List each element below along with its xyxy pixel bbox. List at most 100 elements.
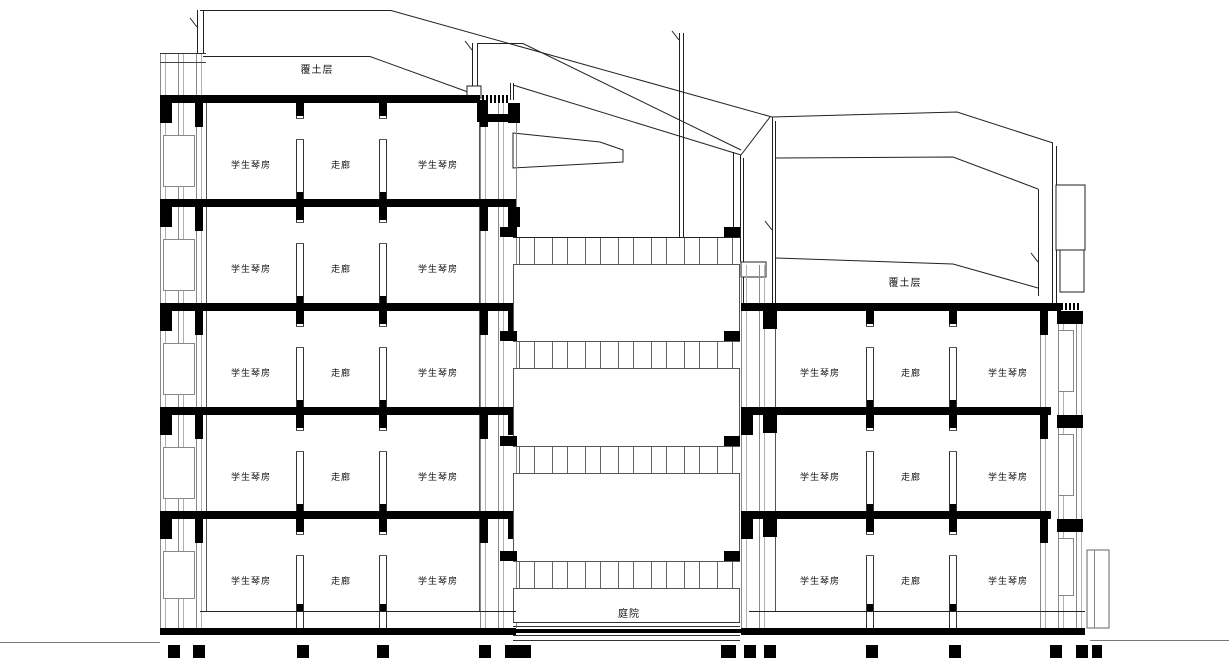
courtyard-step-line (513, 635, 740, 636)
facade-window (163, 343, 195, 395)
walkway-beam (724, 551, 740, 561)
facade-spandrel (160, 311, 172, 331)
room-label-piano: 学生琴房 (987, 577, 1028, 587)
soil-label-right: 覆土层 (888, 278, 922, 289)
soil-surface-right-line (775, 257, 1039, 289)
facade-spandrel (741, 415, 753, 435)
room-label-corridor: 走廊 (330, 473, 351, 483)
room-label-piano: 学生琴房 (230, 265, 271, 275)
courtyard-step-line (513, 626, 740, 627)
ground-floor-line (200, 611, 516, 612)
right-roof-side-box-lower (1059, 249, 1085, 293)
facade-spandrel (508, 103, 520, 123)
partition-wall (866, 415, 874, 511)
courtyard-step-line (513, 640, 740, 641)
right-roof-side-box (1055, 184, 1086, 251)
atrium-bay (513, 264, 740, 342)
screen-wall-top-line (200, 10, 773, 118)
right-roof-outline (764, 111, 1086, 303)
hatch-mark (1061, 303, 1081, 310)
roof-drain-icon (1030, 252, 1039, 263)
room-label-corridor: 走廊 (330, 369, 351, 379)
room-label-corridor: 走廊 (900, 369, 921, 379)
room-label-piano: 学生琴房 (230, 369, 271, 379)
partition-wall (379, 103, 387, 199)
partition-wall (379, 311, 387, 407)
courtyard-slab (510, 629, 743, 633)
room-label-piano: 学生琴房 (987, 369, 1028, 379)
room-label-piano: 学生琴房 (230, 161, 271, 171)
atrium-bay (513, 368, 740, 447)
footing (377, 645, 389, 658)
facade-spandrel (1057, 415, 1083, 428)
partition-wall (949, 519, 957, 628)
partition-wall (379, 415, 387, 511)
ground-floor-line (749, 611, 1085, 612)
atrium-bay (513, 473, 740, 562)
walkway-beam (500, 551, 517, 561)
floor-slab (160, 407, 516, 415)
soil-label-left: 覆土层 (300, 65, 334, 76)
soil-surface-left-line (203, 56, 469, 93)
room-label-corridor: 走廊 (330, 161, 351, 171)
room-label-piano: 学生琴房 (799, 473, 840, 483)
floor-slab (160, 303, 516, 311)
right-attachment (1086, 549, 1110, 629)
footing (297, 645, 309, 658)
footing (1092, 645, 1102, 658)
footing (1050, 645, 1062, 658)
room-label-piano: 学生琴房 (799, 577, 840, 587)
floor-slab (741, 407, 1051, 415)
footing (744, 645, 756, 658)
room-label-corridor: 走廊 (900, 473, 921, 483)
floor-slab (741, 511, 1051, 519)
footing (168, 645, 180, 658)
partition-wall (296, 415, 304, 511)
room-label-piano: 学生琴房 (987, 473, 1028, 483)
walkway-beam (724, 436, 740, 446)
footing (949, 645, 961, 658)
partition-wall (296, 519, 304, 628)
ground-slab (160, 628, 516, 635)
left-parapet (189, 10, 204, 53)
facade-window (163, 447, 195, 499)
room-label-corridor: 走廊 (900, 577, 921, 587)
facade-window (163, 135, 195, 187)
roof-drain-icon (671, 30, 680, 41)
room-label-piano: 学生琴房 (799, 369, 840, 379)
facade-spandrel (160, 103, 172, 123)
facade-window (1058, 330, 1074, 392)
facade-spandrel (160, 207, 172, 227)
room-label-piano: 学生琴房 (417, 161, 458, 171)
atrium-roof-slab-line (512, 84, 742, 156)
ground-slab (741, 628, 1085, 635)
canopy (512, 132, 624, 169)
roof-drain-icon (464, 40, 473, 51)
walkway-beam (500, 227, 517, 237)
footing (505, 645, 517, 658)
facade-spandrel (508, 207, 520, 227)
screen-wall-joint (671, 30, 684, 237)
courtyard-step-line (513, 622, 740, 623)
room-label-piano: 学生琴房 (230, 473, 271, 483)
walkway-beam (500, 331, 517, 341)
room-label-corridor: 走廊 (330, 577, 351, 587)
walkway-beam (500, 436, 517, 446)
atrium-bay (513, 588, 740, 623)
room-label-piano: 学生琴房 (417, 577, 458, 587)
room-label-piano: 学生琴房 (230, 577, 271, 587)
courtyard-label: 庭院 (618, 609, 640, 620)
partition-wall (379, 207, 387, 303)
footing (721, 645, 736, 658)
walkway-band (513, 561, 740, 590)
facade-spandrel (1057, 519, 1083, 532)
roof-drain-icon (764, 220, 773, 231)
partition-wall (866, 519, 874, 628)
hatch-mark (482, 95, 510, 103)
room-label-piano: 学生琴房 (417, 473, 458, 483)
facade-spandrel (1057, 311, 1083, 324)
footing (866, 645, 878, 658)
facade-spandrel (160, 415, 172, 435)
room-label-piano: 学生琴房 (417, 265, 458, 275)
